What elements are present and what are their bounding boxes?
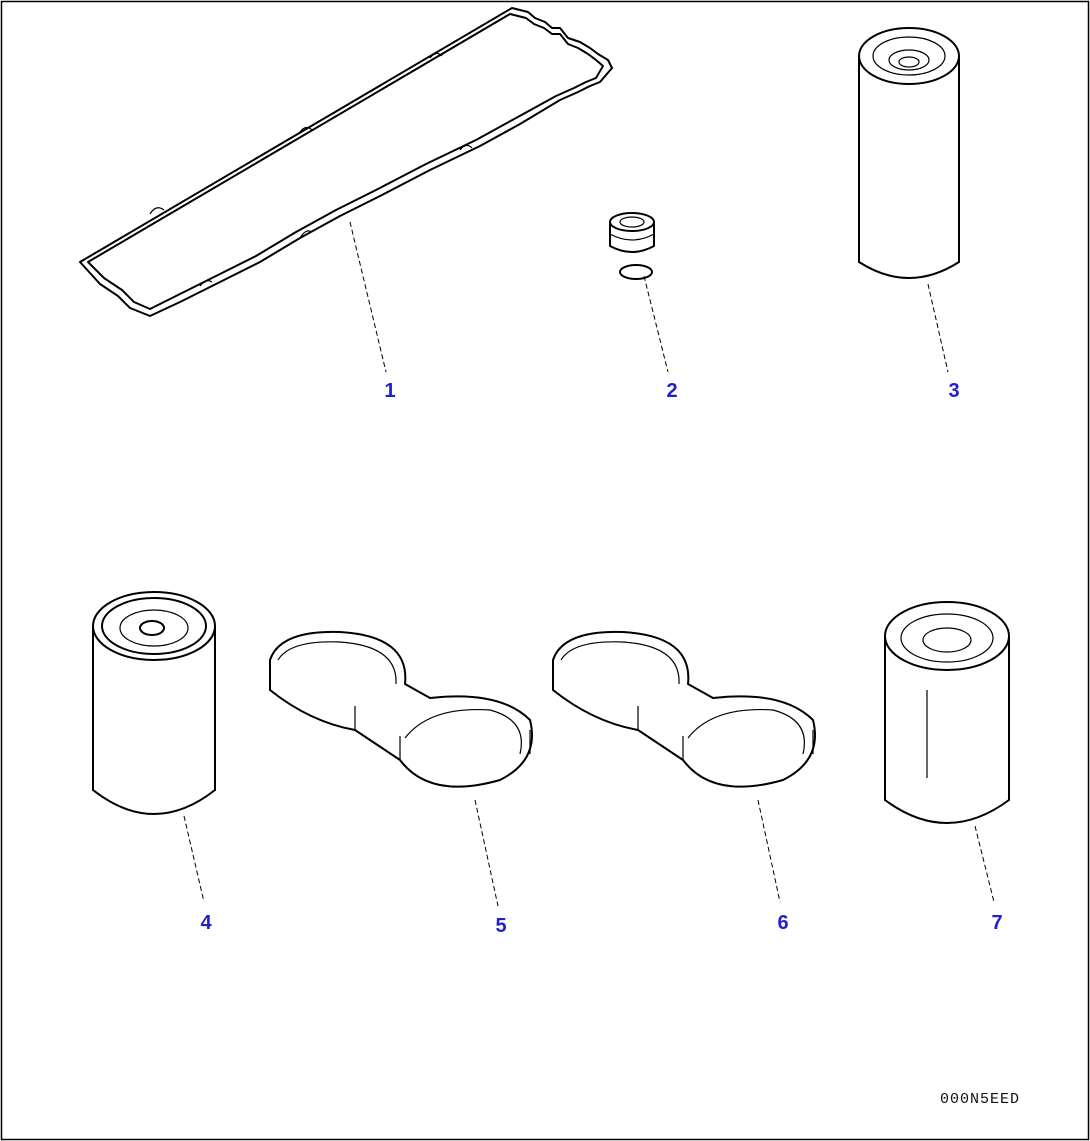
part-7-filter	[884, 601, 1010, 824]
part-4-filter	[92, 591, 216, 815]
part-1-gasket	[79, 7, 613, 317]
leader-6	[757, 799, 781, 903]
leader-4	[183, 815, 205, 903]
callout-1[interactable]: 1	[384, 380, 396, 402]
callout-5[interactable]: 5	[495, 915, 507, 937]
callout-4[interactable]: 4	[200, 912, 212, 934]
leader-3	[927, 283, 949, 373]
part-5-bracket	[269, 630, 533, 788]
leader-2	[643, 275, 669, 373]
part-2-plug	[609, 212, 655, 280]
part-3-filter	[858, 27, 960, 279]
drawing-code: 000N5EED	[940, 1091, 1021, 1108]
part-6-bracket	[552, 630, 816, 788]
callout-3[interactable]: 3	[948, 380, 960, 402]
callout-6[interactable]: 6	[777, 912, 789, 934]
leader-7	[974, 825, 995, 903]
leader-1	[349, 221, 387, 373]
callout-7[interactable]: 7	[991, 912, 1003, 934]
callout-2[interactable]: 2	[666, 380, 678, 402]
leader-lines	[183, 221, 995, 907]
leader-5	[474, 799, 499, 907]
